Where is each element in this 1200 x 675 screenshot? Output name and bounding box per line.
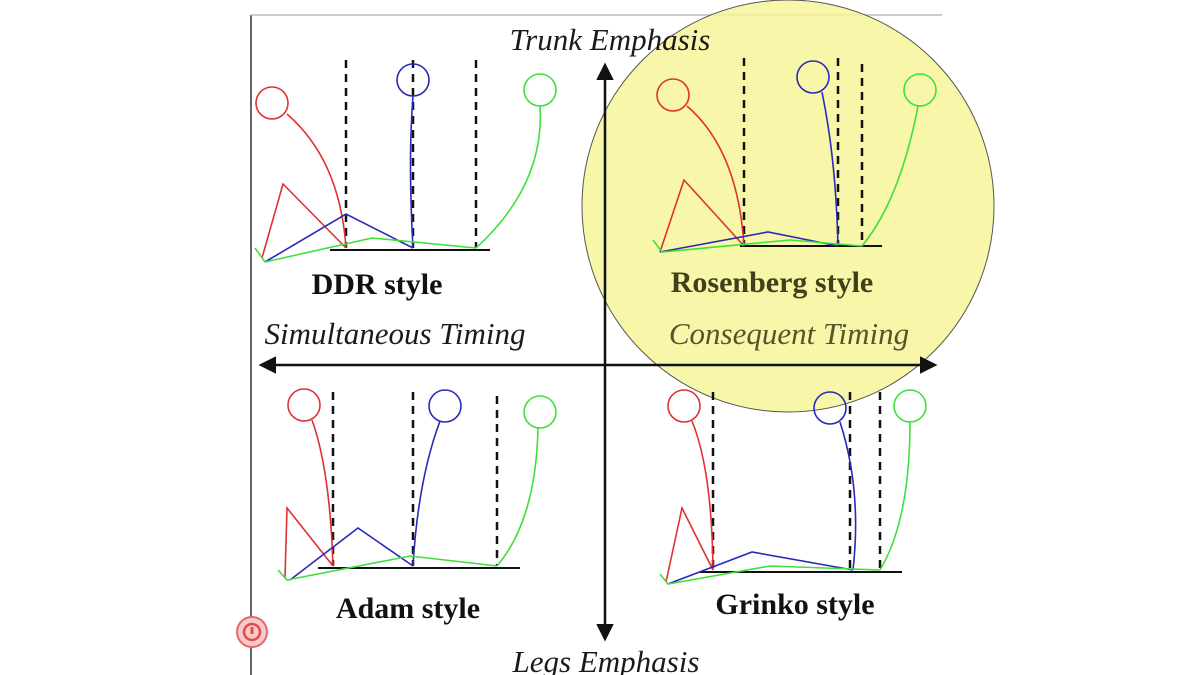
adam-figures [277,388,557,581]
highlight-circle [581,0,995,413]
ddr-figures [254,60,557,263]
quadrant-label-rosenberg-style: Rosenberg style [671,266,873,299]
record-button-icon[interactable] [236,616,268,648]
axis-label-legs-emphasis: Legs Emphasis [512,644,700,675]
axis-label-trunk-emphasis: Trunk Emphasis [510,22,711,57]
axis-label-simultaneous-timing: Simultaneous Timing [265,316,526,351]
axis-label-consequent-timing: Consequent Timing [669,316,909,351]
grinko-figures [659,389,927,585]
rosenberg-figures [652,58,937,253]
quadrant-label-grinko-style: Grinko style [715,588,874,621]
quadrant-label-ddr-style: DDR style [312,268,443,301]
quadrant-label-adam-style: Adam style [336,592,480,625]
